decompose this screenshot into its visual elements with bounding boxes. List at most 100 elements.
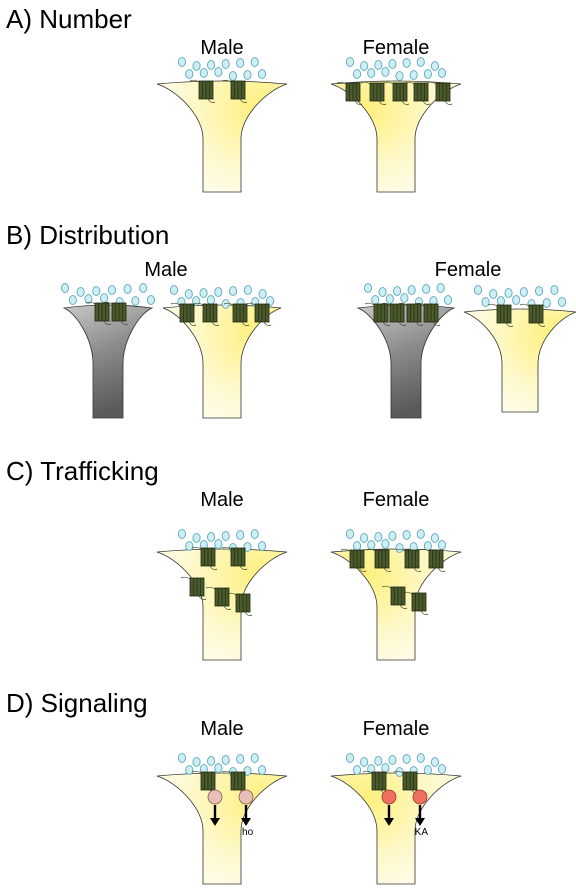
panel-a-female-vesicle-5 (382, 68, 389, 77)
panel-b-male-grey-vesicle-1 (69, 296, 76, 305)
panel-b-male-grey-vesicle-4 (93, 287, 100, 296)
panel-a-female-vesicle-4 (375, 61, 382, 70)
panel-d-female-vesicle-6 (389, 756, 396, 765)
panel-b-female-grey-vesicle-6 (408, 286, 415, 295)
panel-b-male-yellow-vesicle-2 (185, 290, 192, 299)
panel-c-female-receptor-4-tail (438, 568, 445, 572)
panel-b-female-grey-vesicle-10 (437, 284, 444, 293)
panel-b-female-grey-vesicle-5 (401, 294, 408, 303)
panel-a-female-vesicle-0 (346, 58, 353, 67)
panel-c-male-receptor-5-tail (245, 612, 252, 616)
panel-d-female-vesicle-0 (346, 754, 353, 763)
panel-b-male-yellow-vesicle-4 (200, 289, 207, 298)
panel-d-female-vesicle-11 (424, 766, 431, 775)
panel-d-male-vesicle-2 (193, 758, 200, 767)
panel-c-female-vesicle-5 (382, 540, 389, 549)
panel-b-male-grey-vesicle-11 (147, 296, 154, 305)
panel-c-male-vesicle-8 (237, 531, 244, 540)
panel-a-female-vesicle-10 (417, 58, 424, 67)
panel-a-male-vesicle-3 (200, 69, 207, 78)
panel-d-male-vesicle-4 (207, 757, 214, 766)
panel-c-female-vesicle-13 (438, 541, 445, 550)
panel-b-male-yellow-vesicle-6 (215, 288, 222, 297)
panel-a-female-vesicle-8 (403, 59, 410, 68)
panel-c-male-vesicle-4 (207, 533, 214, 542)
panel-d-female-vesicle-1 (353, 766, 360, 775)
panel-a-male-vesicle-5 (215, 68, 222, 77)
panel-a-female-vesicle-6 (389, 60, 396, 69)
panel-b-female-yellow-vesicle-3 (497, 297, 504, 306)
panel-a-female-vesicle-2 (361, 62, 368, 71)
panel-b-male-yellow-vesicle-5 (207, 296, 214, 305)
panel-d-male-vesicle-1 (186, 766, 193, 775)
panel-a-male-vesicle-6 (222, 60, 229, 69)
panel-c-male-vesicle-11 (258, 542, 265, 551)
panel-b-female-yellow-vesicle-2 (490, 290, 497, 299)
panel-b-male-grey-vesicle-5 (100, 294, 107, 303)
panel-a-male-vesicle-10 (251, 58, 258, 67)
panel-a-male-vesicle-7 (229, 72, 236, 81)
panel-d-male-vesicle-11 (258, 766, 265, 775)
panel-d-male-vesicle-0 (178, 754, 185, 763)
panel-a-male-vesicle-1 (186, 70, 193, 79)
panel-b-male-yellow-vesicle-8 (229, 287, 236, 296)
female-gs-protein-1 (382, 790, 396, 804)
panel-c-male-receptor-1-loop (192, 547, 201, 549)
panel-b-female-grey-vesicle-0 (364, 284, 371, 293)
panel-b-female-yellow-vesicle-11 (558, 298, 565, 307)
panel-a-female-vesicle-13 (438, 69, 445, 78)
panel-a-male-vesicle-9 (244, 71, 251, 80)
panel-b-female-grey-vesicle-3 (386, 295, 393, 304)
panel-c-female-vesicle-3 (368, 541, 375, 550)
panel-b-male-yellow-vesicle-12 (259, 290, 266, 299)
panel-b-female-yellow-vesicle-4 (505, 289, 512, 298)
panel-b-female-grey-spine (358, 305, 454, 418)
panel-a-female-vesicle-3 (368, 69, 375, 78)
panel-c-female-vesicle-4 (375, 533, 382, 542)
panel-c-male-vesicle-0 (178, 530, 185, 539)
panel-b-female-yellow-vesicle-9 (543, 299, 550, 308)
panel-b-male-grey-vesicle-0 (61, 284, 68, 293)
panel-b-female-yellow-vesicle-5 (513, 296, 520, 305)
panel-d-female-vesicle-4 (375, 757, 382, 766)
panel-a-female-vesicle-9 (410, 71, 417, 80)
panel-d-female-vesicle-5 (382, 764, 389, 773)
panel-b-male-grey-vesicle-2 (77, 288, 84, 297)
panel-b-male-yellow-receptor-4-tail (264, 322, 271, 326)
panel-c-male-vesicle-1 (186, 542, 193, 551)
panel-c-female-vesicle-6 (389, 532, 396, 541)
panel-d-male-vesicle-5 (215, 764, 222, 773)
panel-d-female-vesicle-7 (396, 768, 403, 777)
male-beta-arrestin-1 (208, 790, 222, 804)
panel-c-female-vesicle-10 (417, 530, 424, 539)
panel-c-female-vesicle-0 (346, 530, 353, 539)
panel-a-male-vesicle-4 (207, 61, 214, 70)
panel-c-female-receptor-6-tail (421, 611, 428, 615)
panel-a-female-vesicle-11 (424, 70, 431, 79)
panel-d-male-spine (157, 773, 287, 884)
panel-d-male-receptor-1-loop (192, 771, 201, 773)
panel-b-female-grey-vesicle-8 (423, 285, 430, 294)
panel-b-female-grey-vesicle-2 (379, 288, 386, 297)
panel-a-male-vesicle-8 (237, 59, 244, 68)
panel-a-male-spine (157, 81, 287, 192)
panel-c-female-vesicle-12 (431, 534, 438, 543)
panel-c-female-vesicle-2 (361, 534, 368, 543)
panel-b-male-grey-vesicle-8 (124, 285, 131, 294)
panel-b-female-yellow-vesicle-0 (474, 286, 481, 295)
panel-d-female-vesicle-10 (417, 754, 424, 763)
panel-b-male-grey-spine (64, 305, 152, 418)
panel-c-male-vesicle-2 (193, 534, 200, 543)
panel-c-male-receptor-3-loop (181, 577, 190, 579)
panel-a-female-receptor-5-tail (445, 101, 452, 105)
male-beta-arrestin-2 (239, 790, 253, 804)
panel-b-female-yellow-receptor-1-loop (488, 304, 497, 306)
panel-d-male-vesicle-8 (237, 755, 244, 764)
panel-c-male-receptor-3 (181, 577, 206, 599)
panel-c-male-vesicle-6 (222, 532, 229, 541)
panel-a-female-vesicle-1 (353, 70, 360, 79)
panel-b-female-grey-vesicle-4 (393, 287, 400, 296)
panel-d-female-spine (331, 773, 461, 884)
panel-c-female-vesicle-7 (396, 544, 403, 553)
panel-d-male-vesicle-6 (222, 756, 229, 765)
